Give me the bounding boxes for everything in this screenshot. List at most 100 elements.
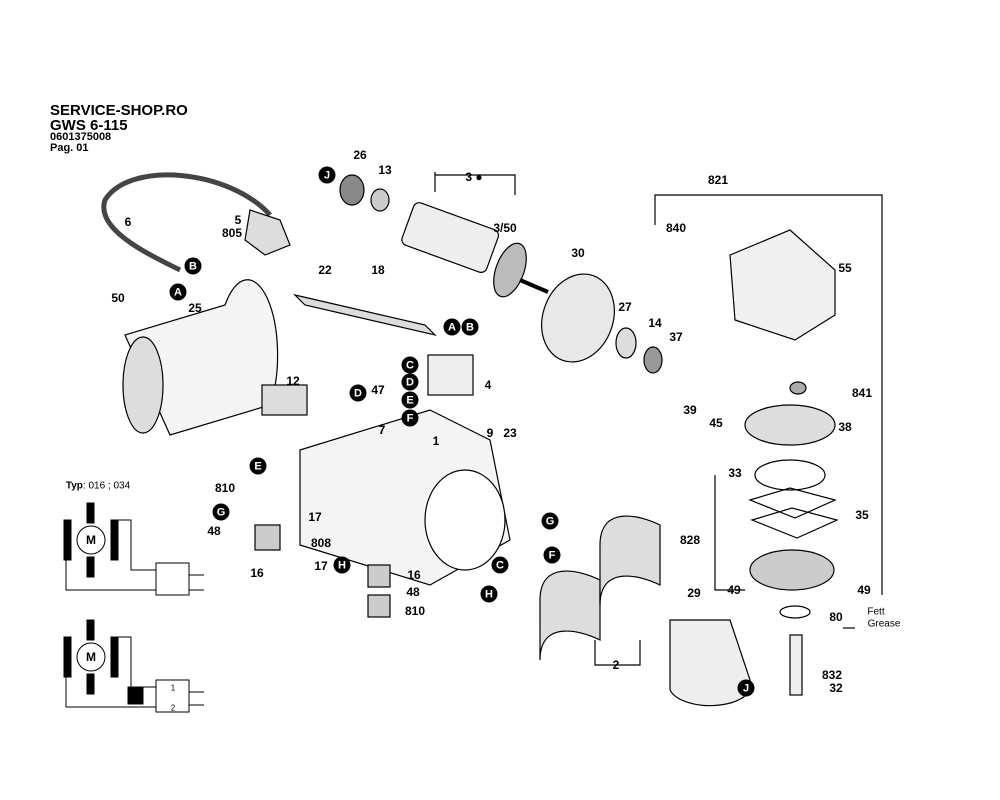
callout-j: J — [318, 166, 336, 184]
part-18: 18 — [371, 263, 385, 277]
callout-c: C — [401, 356, 419, 374]
part-22: 22 — [318, 263, 332, 277]
spindle — [789, 634, 803, 696]
part-33: 33 — [728, 466, 742, 480]
bearing-flange — [541, 273, 615, 363]
part-17: 17 — [314, 559, 328, 573]
callout-a: A — [169, 283, 187, 301]
gaskets-35 — [748, 487, 839, 539]
callout-e: E — [249, 457, 267, 475]
part-45: 45 — [709, 416, 723, 430]
part-38: 38 — [838, 420, 852, 434]
shop-title: SERVICE-SHOP.RO — [50, 102, 188, 119]
callout-g: G — [541, 512, 559, 530]
part-27: 27 — [618, 300, 632, 314]
part-4: 4 — [484, 378, 492, 392]
type-label: Typ: 016 ; 034 — [65, 480, 131, 492]
bracket-821 — [654, 194, 883, 595]
part-9: 9 — [486, 426, 494, 440]
armature — [401, 202, 500, 273]
part-6: 6 — [124, 215, 132, 229]
o-ring-33 — [754, 459, 826, 491]
callout-h: H — [480, 585, 498, 603]
switch-terminal-1: 1 — [170, 683, 176, 693]
part-3-50: 3/50 — [493, 221, 517, 235]
part-16: 16 — [250, 566, 264, 580]
switch-4 — [427, 354, 474, 396]
part-832: 832 — [821, 668, 843, 682]
part-821: 821 — [707, 173, 729, 187]
part-17: 17 — [308, 510, 322, 524]
motor-symbol: M — [86, 533, 96, 547]
part-26: 26 — [353, 148, 367, 162]
part-810: 810 — [404, 604, 426, 618]
page-number: Pag. 01 — [50, 142, 89, 154]
power-cord — [101, 172, 272, 273]
callout-d: D — [401, 373, 419, 391]
part-47: 47 — [371, 383, 385, 397]
part-25: 25 — [188, 301, 202, 315]
field-coil — [539, 570, 601, 661]
wiring-schematic-2 — [63, 619, 204, 713]
part-39: 39 — [683, 403, 697, 417]
capacitor-12 — [261, 384, 308, 416]
part-48: 48 — [406, 585, 420, 599]
part-37: 37 — [669, 330, 683, 344]
callout-h: H — [333, 556, 351, 574]
part-48: 48 — [207, 524, 221, 538]
part-12: 12 — [286, 374, 300, 388]
bevel-gear-38 — [744, 404, 836, 446]
bearing-26 — [339, 174, 365, 206]
part-14: 14 — [648, 316, 662, 330]
callout-e: E — [401, 391, 419, 409]
model-title: GWS 6-115 — [50, 117, 128, 134]
field-coil — [599, 515, 661, 606]
part-841: 841 — [851, 386, 873, 400]
part-49: 49 — [857, 583, 871, 597]
part-49: 49 — [727, 583, 741, 597]
part-810: 810 — [214, 481, 236, 495]
callout-f: F — [401, 409, 419, 427]
part-23: 23 — [503, 426, 517, 440]
switch-terminal-2: 2 — [170, 703, 176, 713]
callout-b: B — [184, 257, 202, 275]
wiring-schematic-1 — [63, 502, 204, 596]
part-7: 7 — [378, 423, 386, 437]
armature-fan — [493, 242, 527, 298]
callout-f: F — [543, 546, 561, 564]
part-840: 840 — [665, 221, 687, 235]
part-30: 30 — [571, 246, 585, 260]
part-55: 55 — [838, 261, 852, 275]
plug — [244, 209, 291, 256]
callout-d: D — [349, 384, 367, 402]
part-50: 50 — [111, 291, 125, 305]
part-1: 1 — [432, 434, 440, 448]
part-808: 808 — [310, 536, 332, 550]
grease-note-en: Grease — [867, 618, 901, 630]
bearing-plate — [749, 549, 835, 591]
part-32: 32 — [829, 681, 843, 695]
motor-symbol: M — [86, 650, 96, 664]
callout-g: G — [212, 503, 230, 521]
part-828: 828 — [679, 533, 701, 547]
bracket-828 — [714, 475, 745, 591]
part-16: 16 — [407, 568, 421, 582]
part-13: 13 — [378, 163, 392, 177]
part-805: 805 — [221, 226, 243, 240]
part-5: 5 — [234, 213, 242, 227]
part-2: 2 — [612, 658, 620, 672]
callout-j: J — [737, 679, 755, 697]
part-number: 0601375008 — [50, 131, 112, 143]
part-3: 3 ● — [465, 170, 483, 184]
part-29: 29 — [687, 586, 701, 600]
grease-note-de: Fett — [867, 606, 885, 618]
part-35: 35 — [855, 508, 869, 522]
callout-c: C — [491, 556, 509, 574]
callout-b: B — [461, 318, 479, 336]
bearing-13 — [370, 188, 390, 212]
switch-rod-22 — [293, 293, 437, 337]
part-80: 80 — [829, 610, 843, 624]
gear-housing — [729, 229, 836, 341]
